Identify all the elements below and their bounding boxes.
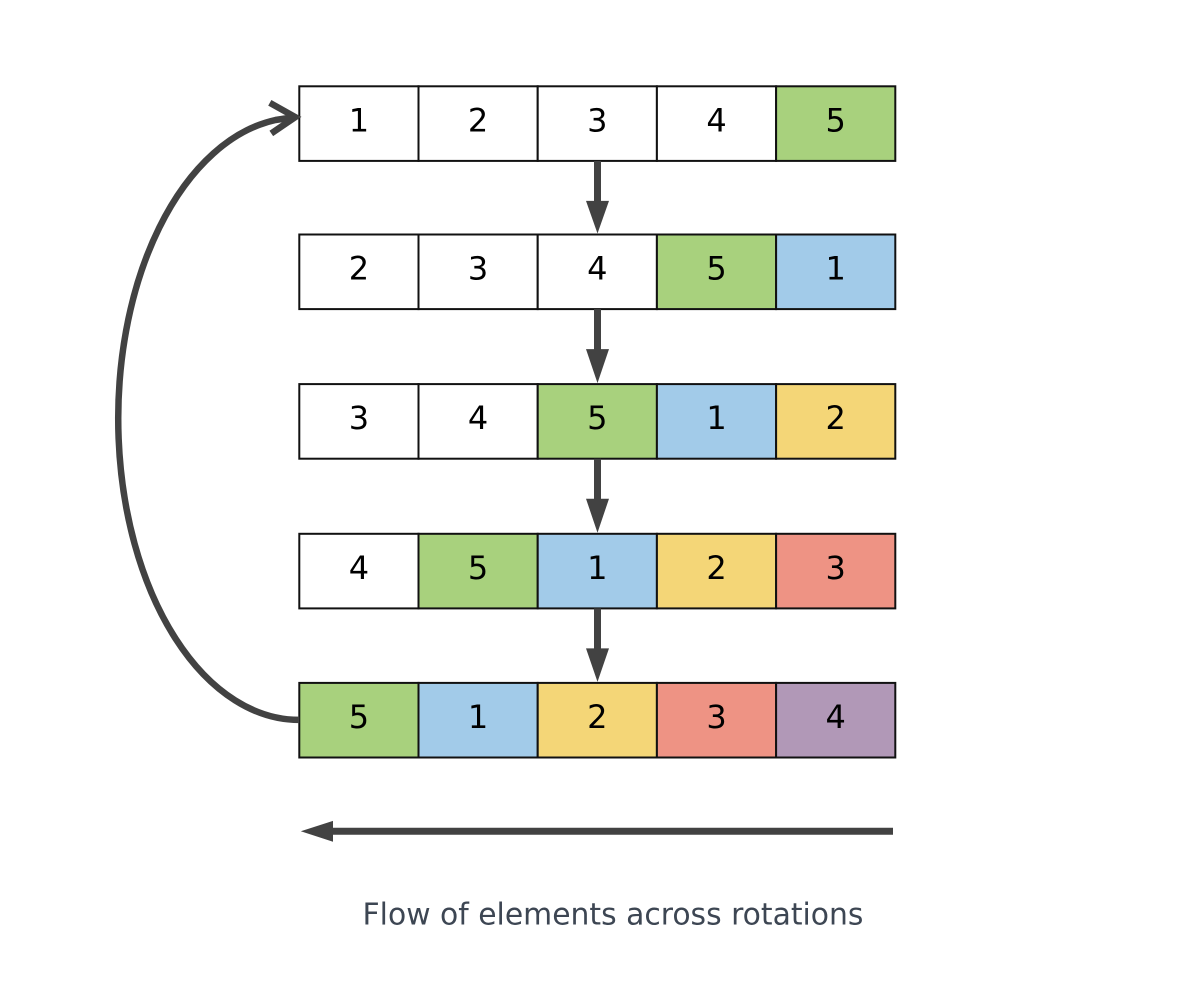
svg-text:2: 2 bbox=[826, 399, 846, 437]
svg-text:5: 5 bbox=[706, 250, 726, 288]
svg-text:4: 4 bbox=[826, 698, 846, 736]
svg-text:1: 1 bbox=[587, 549, 607, 587]
svg-text:2: 2 bbox=[587, 698, 607, 736]
svg-text:5: 5 bbox=[826, 101, 846, 139]
svg-text:5: 5 bbox=[587, 399, 607, 437]
svg-text:4: 4 bbox=[468, 399, 488, 437]
svg-text:4: 4 bbox=[349, 549, 369, 587]
svg-text:1: 1 bbox=[826, 250, 846, 288]
svg-text:1: 1 bbox=[349, 101, 369, 139]
svg-text:5: 5 bbox=[468, 549, 488, 587]
svg-text:3: 3 bbox=[587, 101, 607, 139]
svg-text:2: 2 bbox=[349, 250, 369, 288]
svg-text:5: 5 bbox=[349, 698, 369, 736]
svg-text:2: 2 bbox=[706, 549, 726, 587]
svg-text:1: 1 bbox=[468, 698, 488, 736]
svg-text:3: 3 bbox=[468, 250, 488, 288]
svg-text:2: 2 bbox=[468, 101, 488, 139]
svg-text:4: 4 bbox=[706, 101, 726, 139]
svg-text:3: 3 bbox=[349, 399, 369, 437]
svg-text:Flow of elements across rotati: Flow of elements across rotations bbox=[363, 897, 864, 932]
svg-text:3: 3 bbox=[706, 698, 726, 736]
svg-text:1: 1 bbox=[706, 399, 726, 437]
svg-text:4: 4 bbox=[587, 250, 607, 288]
svg-text:3: 3 bbox=[826, 549, 846, 587]
